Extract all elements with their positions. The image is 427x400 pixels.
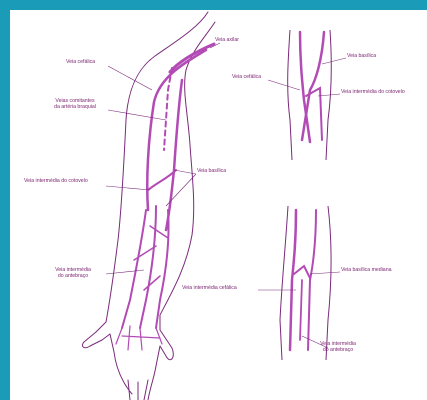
label-veia-cefalica-tr: Veia cefálica	[232, 75, 261, 81]
label-veia-axilar: Veia axilar	[215, 38, 239, 44]
forearm-vein-b	[140, 206, 156, 328]
veia-basilica-vessel	[166, 80, 182, 230]
label-veia-basilica-main: Veia basílica	[197, 169, 226, 175]
label-veia-basilica-mediana: Veia basílica mediana	[341, 268, 391, 274]
br-intermedia	[300, 280, 302, 340]
label-veia-intermedia-cotovelo-tr: Veia intermédia do cotovelo	[341, 90, 405, 96]
leader-cefalica-main	[108, 66, 152, 90]
forearm-vein-a	[122, 210, 146, 328]
leader-comitantes	[108, 110, 166, 120]
finger-lines	[128, 380, 148, 400]
arm-outline-medial	[160, 22, 215, 360]
label-veia-intermedia-cotovelo-main: Veia intermédia do cotovelo	[24, 179, 88, 185]
leader-intermedia-cotovelo	[106, 186, 150, 190]
br-outline-left	[280, 206, 288, 360]
label-veia-basilica-tr: Veia basílica	[347, 54, 376, 60]
br-outline-right	[326, 206, 331, 360]
br-vein-left	[290, 210, 296, 350]
br-vein-right	[308, 210, 316, 350]
br-basilica-mediana	[294, 266, 310, 278]
leader-cefalica-tr	[268, 80, 300, 90]
label-veias-comitantes: Veias comitantes da artéria braquial	[44, 99, 106, 111]
hand-outline	[110, 334, 160, 400]
hand-veins	[116, 326, 162, 350]
label-veia-intermedia-antebraco-main: Veia intermédia do antebraço	[42, 268, 104, 280]
figure-panel: Veia axilar Veia cefálica Veias comitant…	[10, 10, 427, 400]
leader-basilica-tr	[322, 58, 346, 64]
leader-intermedia-cotovelo-tr	[318, 94, 340, 96]
label-veia-cefalica-main: Veia cefálica	[66, 60, 95, 66]
tr-outline-left	[288, 30, 292, 160]
leader-basilica-mediana	[310, 272, 340, 274]
leader-intermedia-antebraco	[106, 270, 144, 274]
label-veia-intermedia-antebraco-br: Veia intermédia do antebraço	[308, 342, 368, 354]
label-veia-intermedia-cefalica: Veia intermédia cefálica	[182, 286, 237, 292]
